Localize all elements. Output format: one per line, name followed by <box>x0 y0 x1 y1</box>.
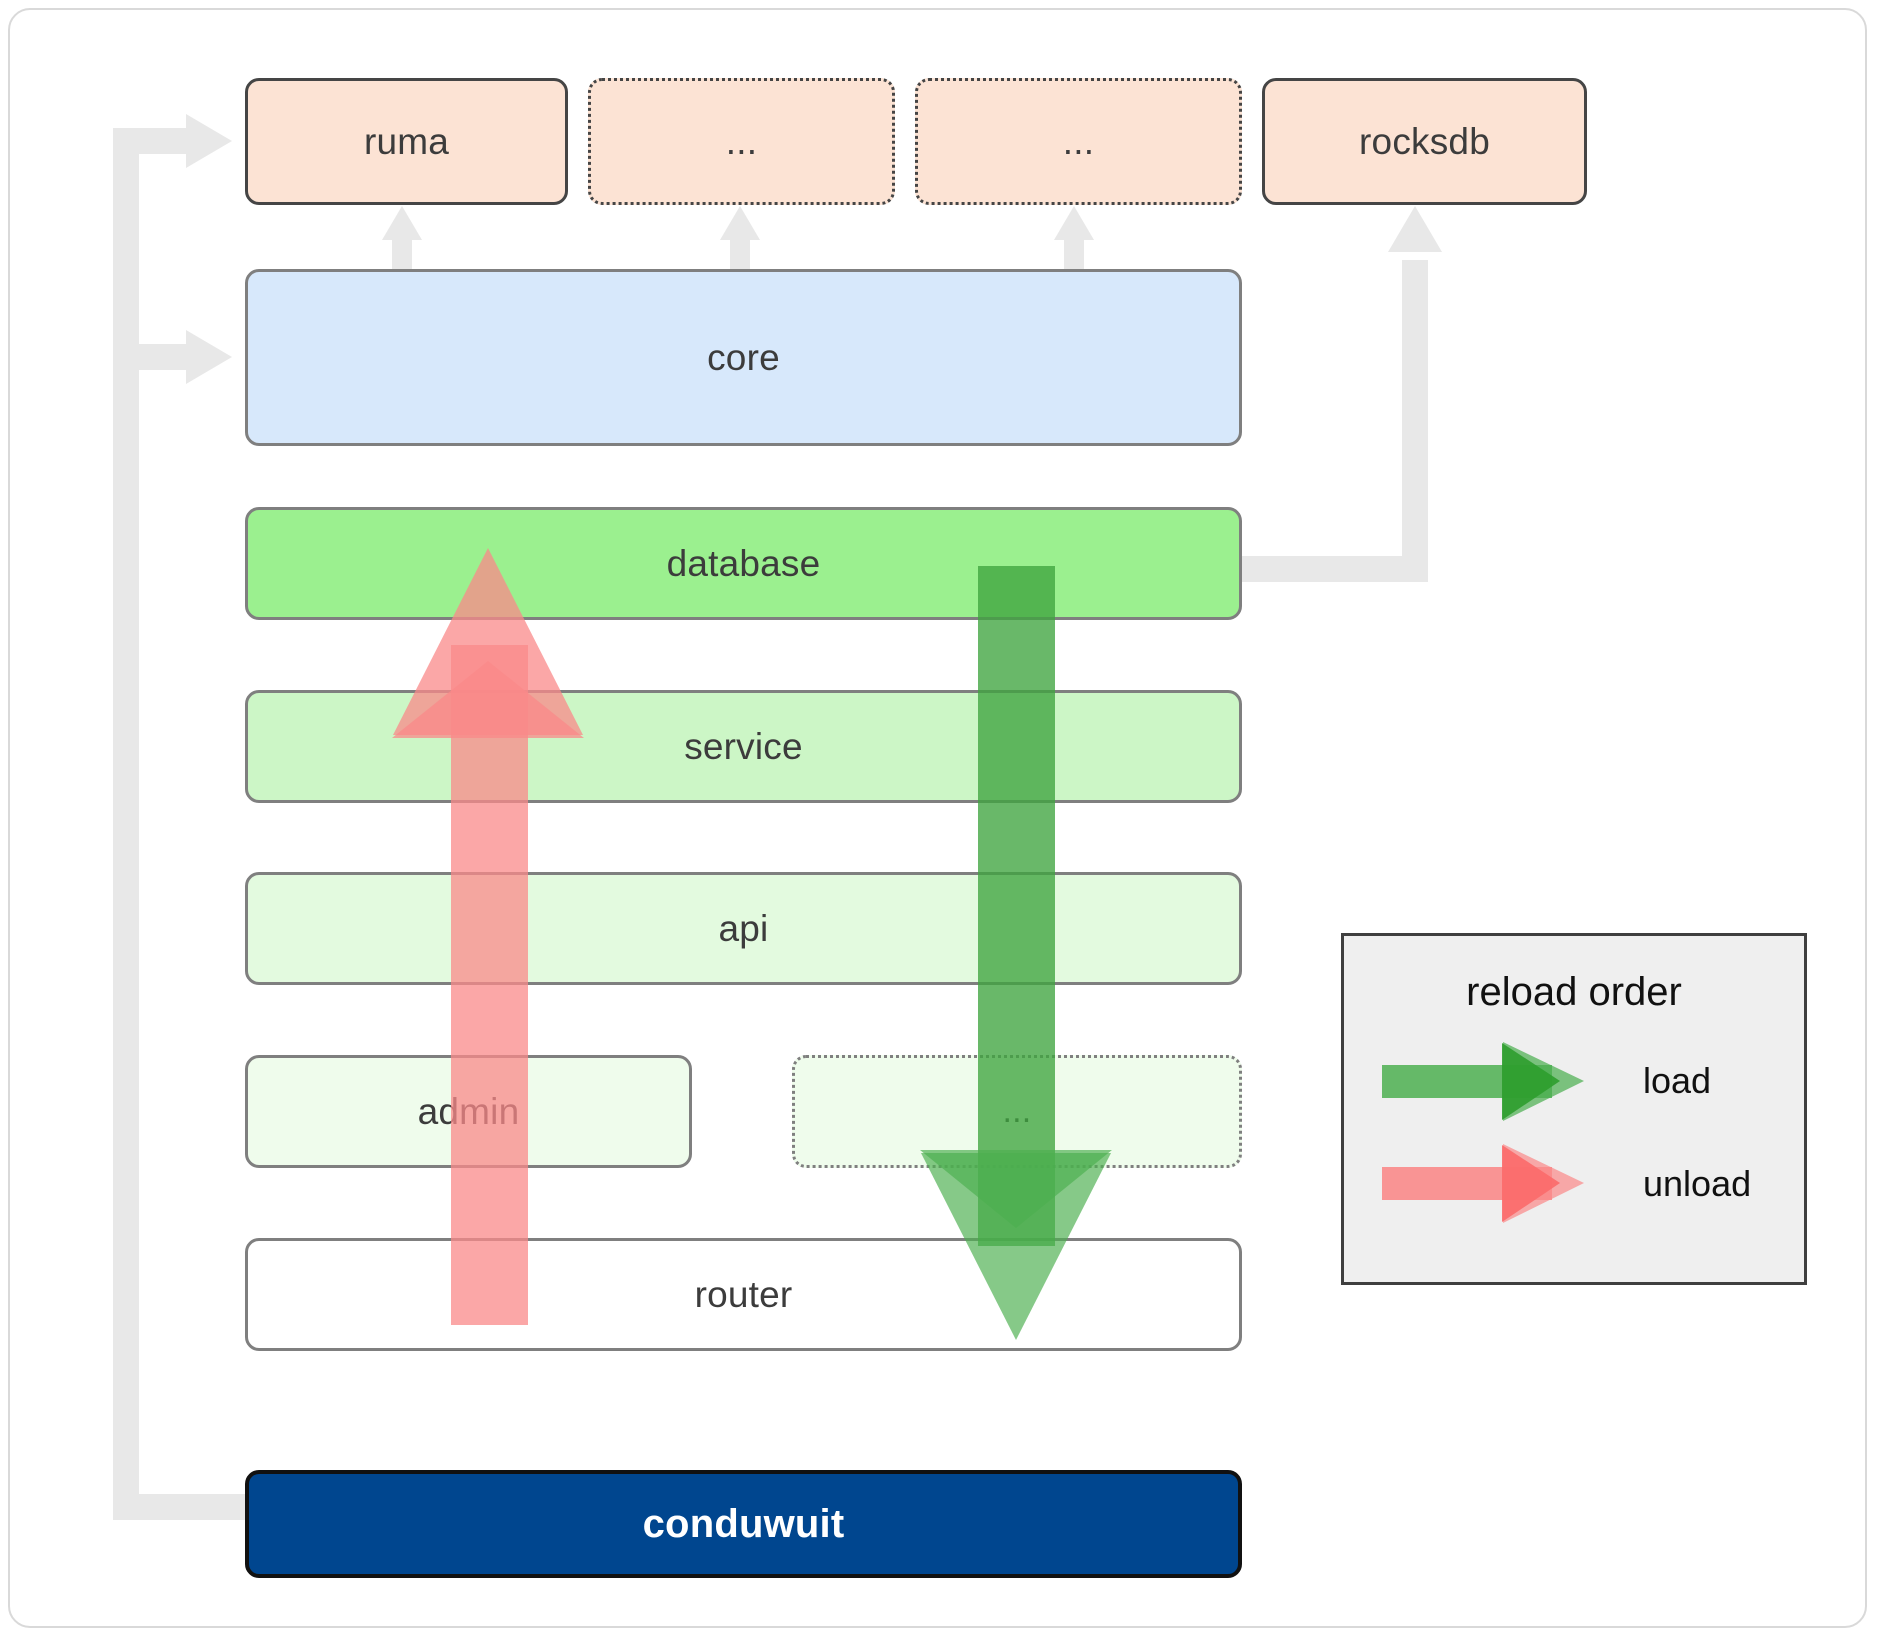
arrowhead-to-core <box>186 330 232 384</box>
right-elbow-connector <box>1238 260 1428 582</box>
layer-box-api[interactable]: api <box>245 872 1242 985</box>
legend-unload-arrow-icon <box>1382 1144 1584 1223</box>
legend-box: reload order <box>1341 933 1807 1285</box>
layer-box-router[interactable]: router <box>245 1238 1242 1351</box>
legend-label-load: load <box>1643 1060 1712 1101</box>
dependency-box-ellipsis-2[interactable]: ... <box>915 78 1242 205</box>
unload-flow-arrow <box>392 548 584 1325</box>
layer-box-core[interactable]: core <box>245 269 1242 446</box>
core-to-dependency-arrows <box>382 206 1094 280</box>
legend-title: reload order <box>1466 970 1682 1014</box>
load-flow-arrow <box>920 566 1112 1340</box>
arrowhead-to-ruma <box>186 114 232 168</box>
arrowhead-to-rocksdb <box>1388 206 1442 252</box>
left-elbow-connectors <box>113 128 248 1520</box>
legend-load-arrow-icon <box>1382 1042 1584 1121</box>
legend-label-unload: unload <box>1643 1163 1752 1204</box>
